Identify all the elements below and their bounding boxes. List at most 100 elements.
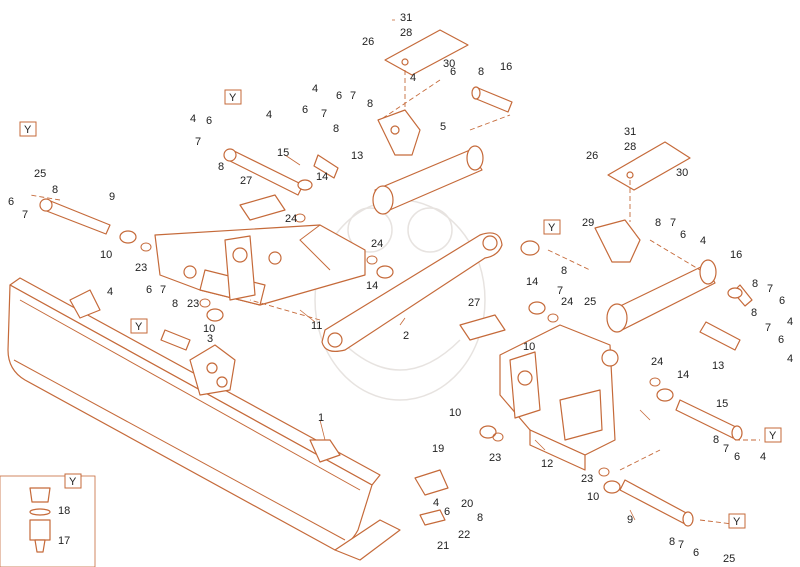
callout-13: 13 (351, 150, 363, 162)
callout-20: 20 (461, 498, 473, 510)
callout-14: 14 (526, 276, 538, 288)
callout-4: 4 (312, 83, 318, 95)
svg-text:Y: Y (24, 124, 32, 136)
callout-31: 31 (624, 126, 636, 138)
callout-8: 8 (477, 512, 483, 524)
callout-21: 21 (437, 540, 449, 552)
callout-7: 7 (670, 217, 676, 229)
callout-4: 4 (107, 286, 113, 298)
part-plate-top-left (384, 29, 469, 76)
y-marker: Y (19, 121, 37, 137)
y-marker: Y (64, 473, 82, 489)
callout-4: 4 (700, 235, 706, 247)
callout-7: 7 (350, 90, 356, 102)
callout-30: 30 (676, 167, 688, 179)
callout-4: 4 (787, 316, 793, 328)
callout-5: 5 (440, 121, 446, 133)
svg-text:Y: Y (135, 321, 143, 333)
callout-26: 26 (586, 150, 598, 162)
callout-6: 6 (206, 115, 212, 127)
part-fitting (0, 475, 96, 567)
callout-7: 7 (321, 108, 327, 120)
callout-7: 7 (195, 136, 201, 148)
part-plate-top-right (607, 141, 691, 191)
callout-16: 16 (500, 61, 512, 73)
y-marker: Y (130, 318, 148, 334)
callout-10: 10 (587, 491, 599, 503)
callout-27: 27 (240, 175, 252, 187)
callout-11: 11 (311, 320, 322, 332)
callout-4: 4 (266, 109, 272, 121)
callout-19: 19 (432, 443, 444, 455)
callout-6: 6 (778, 334, 784, 346)
callout-27: 27 (468, 297, 480, 309)
callout-6: 6 (444, 506, 450, 518)
callout-8: 8 (333, 123, 339, 135)
callout-23: 23 (489, 452, 501, 464)
callout-8: 8 (478, 66, 484, 78)
callout-10: 10 (449, 407, 461, 419)
callout-9: 9 (627, 514, 633, 526)
leader-lines (284, 19, 651, 521)
callout-7: 7 (767, 283, 773, 295)
y-marker: Y (543, 219, 561, 235)
svg-text:Y: Y (733, 516, 741, 528)
part-link-bar (321, 232, 503, 352)
callout-6: 6 (680, 229, 686, 241)
svg-text:Y: Y (229, 92, 237, 104)
callout-8: 8 (52, 184, 58, 196)
callout-3: 3 (207, 333, 213, 345)
callout-1: 1 (318, 412, 324, 424)
callout-16: 16 (730, 249, 742, 261)
callout-28: 28 (400, 27, 412, 39)
callout-4: 4 (760, 451, 766, 463)
callout-8: 8 (561, 265, 567, 277)
callout-18: 18 (58, 505, 70, 517)
callout-6: 6 (146, 284, 152, 296)
callout-25: 25 (723, 553, 735, 565)
callout-23: 23 (581, 473, 593, 485)
callout-6: 6 (8, 196, 14, 208)
part-cylinder-right (594, 219, 717, 333)
callout-7: 7 (160, 284, 166, 296)
callout-8: 8 (172, 298, 178, 310)
callout-23: 23 (187, 298, 199, 310)
callout-29: 29 (582, 217, 594, 229)
callout-6: 6 (779, 295, 785, 307)
callout-4: 4 (190, 113, 196, 125)
callout-25: 25 (584, 296, 596, 308)
callout-14: 14 (677, 369, 689, 381)
y-marker: Y (764, 427, 782, 443)
callout-7: 7 (723, 443, 729, 455)
callout-4: 4 (787, 353, 793, 365)
part-plate-27 (239, 194, 506, 341)
part-bracket-19 (414, 469, 449, 526)
svg-text:Y: Y (69, 476, 77, 488)
svg-text:Y: Y (769, 430, 777, 442)
callout-4: 4 (410, 72, 416, 84)
svg-text:Y: Y (548, 222, 556, 234)
callout-6: 6 (336, 90, 342, 102)
callout-8: 8 (367, 98, 373, 110)
callout-26: 26 (362, 36, 374, 48)
callout-6: 6 (302, 104, 308, 116)
y-marker: Y (224, 89, 242, 105)
callout-31: 31 (400, 12, 412, 24)
callout-30: 30 (443, 58, 455, 70)
callout-13: 13 (712, 360, 724, 372)
y-reference-markers: Y Y Y Y Y Y Y (19, 89, 782, 529)
callout-8: 8 (669, 536, 675, 548)
callout-8: 8 (713, 434, 719, 446)
callout-28: 28 (624, 141, 636, 153)
part-pins (39, 86, 753, 527)
callout-7: 7 (765, 322, 771, 334)
callout-6: 6 (734, 451, 740, 463)
callout-23: 23 (135, 262, 147, 274)
callout-8: 8 (655, 217, 661, 229)
callout-14: 14 (366, 280, 378, 292)
callout-8: 8 (752, 278, 758, 290)
callout-12: 12 (541, 458, 553, 470)
